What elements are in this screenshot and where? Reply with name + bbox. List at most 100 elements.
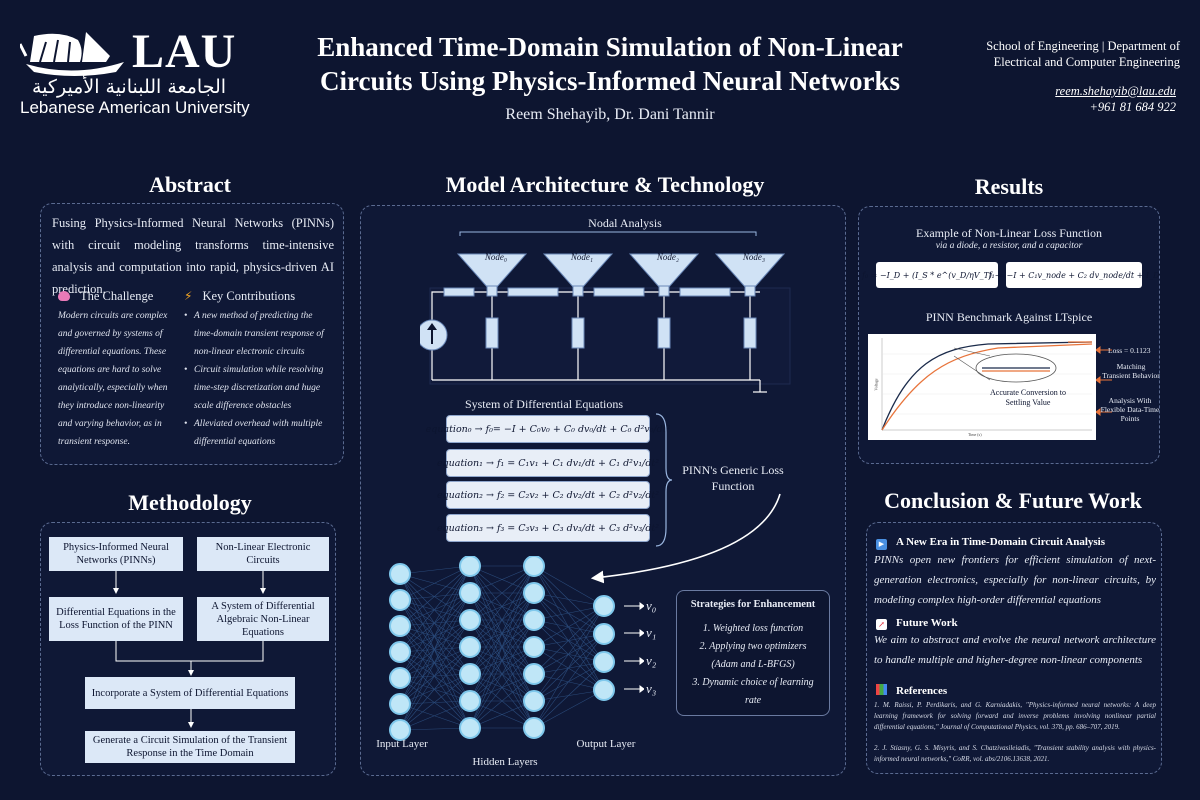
nn-neuron: [389, 563, 411, 585]
annotation-settling: Accurate Conversion to Settling Value: [990, 388, 1066, 407]
nn-connection: [399, 646, 471, 731]
references-header: References: [876, 681, 1156, 699]
circuit-diagram: [420, 231, 791, 393]
nn-connection: [533, 673, 605, 691]
nn-connection: [533, 619, 605, 691]
nn-connection: [469, 673, 535, 729]
nn-neuron: [389, 719, 411, 741]
nn-neuron: [389, 667, 411, 689]
method-box-generate: Generate a Circuit Simulation of the Tra…: [85, 731, 295, 763]
node-1-label: Node₁: [570, 252, 594, 262]
equation-2: equation₂ → f₂ = C₂v₂ + C₂ dv₂/dt + C₂ d…: [437, 481, 659, 509]
nn-neuron: [389, 641, 411, 663]
nn-connection: [399, 565, 471, 575]
loss-example-subtitle: via a diode, a resistor, and a capacitor: [935, 241, 1083, 251]
nn-connection: [533, 565, 605, 607]
nn-connection: [469, 565, 535, 675]
nn-connection: [533, 592, 605, 607]
equation-0: equation₀ → f₀= −I + C₀v₀ + C₀ dv₀/dt + …: [426, 415, 670, 443]
school-department: School of Engineering | Department of El…: [986, 39, 1180, 69]
methodology-panel: Physics-Informed Neural Networks (PINNs)…: [40, 522, 336, 776]
node-2-label: Node₂: [656, 252, 680, 262]
nodal-analysis-label: Nodal Analysis: [588, 216, 662, 230]
nn-connection: [399, 565, 471, 601]
nn-connection: [399, 592, 471, 627]
nn-connection: [533, 646, 605, 691]
challenge-header: The Challenge: [58, 287, 188, 305]
lau-logo: LAU الجامعة اللبنانية الأميركية Lebanese…: [20, 22, 250, 122]
nn-connection: [469, 565, 535, 621]
nn-connection: [399, 677, 471, 702]
nn-connection: [399, 619, 471, 731]
nn-neuron: [459, 609, 481, 631]
annotation-arrows: [1096, 346, 1112, 416]
nn-connection: [533, 689, 605, 729]
nn-connection: [399, 651, 471, 675]
method-box-incorporate: Incorporate a System of Differential Equ…: [85, 677, 295, 709]
nn-connection: [469, 565, 535, 594]
nn-neuron: [593, 679, 615, 701]
nn-connection: [533, 592, 605, 663]
strategy-1: 1. Weighted loss function: [702, 623, 804, 634]
nn-connection: [469, 646, 535, 729]
nn-connection: [399, 599, 471, 675]
nn-neuron: [593, 623, 615, 645]
logo-university-name: Lebanese American University: [20, 98, 250, 117]
output-arrows: [624, 602, 644, 693]
chart-icon: ↗: [876, 619, 887, 630]
node-0-label: Node₀: [484, 252, 508, 262]
nn-connection: [469, 619, 535, 729]
strategies-title: Strategies for Enhancement: [690, 599, 816, 610]
sde-label: System of Differential Equations: [464, 397, 624, 411]
nn-neuron: [459, 663, 481, 685]
nn-connection: [399, 619, 471, 653]
logo-text: LAU: [132, 25, 237, 78]
method-box-circuits: Non-Linear Electronic Circuits: [197, 537, 329, 571]
neural-network-diagram: [389, 556, 615, 741]
nn-connection: [399, 703, 471, 729]
nn-connection: [399, 599, 471, 729]
method-box-pinn: Physics-Informed Neural Networks (PINNs): [49, 537, 183, 571]
nn-connection: [399, 565, 471, 705]
nn-connection: [533, 689, 605, 702]
conclusion-heading: Conclusion & Future Work: [884, 488, 1142, 513]
method-box-loss: Differential Equations in the Loss Funct…: [49, 597, 183, 641]
nn-connection: [399, 625, 471, 702]
equation-3: equation₃ → f₃ = C₃v₃ + C₃ dv₃/dt + C₃ d…: [437, 514, 659, 542]
nn-connection: [399, 573, 471, 648]
future-work-header: ↗ Future Work: [876, 613, 1156, 631]
nn-connection: [533, 646, 605, 663]
nn-connection: [399, 646, 471, 653]
challenge-title: The Challenge: [80, 289, 154, 303]
nn-connection: [469, 565, 535, 648]
nn-neuron: [523, 663, 545, 685]
list-item: Circuit simulation while resolving time-…: [184, 361, 334, 415]
nn-neuron: [593, 651, 615, 673]
contributions-list: A new method of predicting the time-doma…: [184, 307, 334, 451]
nn-neuron: [459, 556, 481, 577]
nn-connection: [533, 605, 605, 702]
nn-connection: [399, 573, 471, 594]
contact-email[interactable]: reem.shehayib@lau.edu: [1055, 84, 1176, 98]
nn-connection: [533, 592, 605, 691]
nn-connection: [533, 661, 605, 729]
logo-arabic-text: الجامعة اللبنانية الأميركية: [32, 76, 227, 98]
poster-title: Enhanced Time-Domain Simulation of Non-L…: [317, 32, 903, 96]
nn-neuron: [523, 556, 545, 577]
output-v2: v₂: [646, 653, 657, 668]
nn-neuron: [389, 693, 411, 715]
model-heading: Model Architecture & Technology: [445, 172, 765, 197]
conclusion-panel: [866, 522, 1162, 774]
benchmark-title: PINN Benchmark Against LTspice: [925, 310, 1093, 324]
strategies-box: Strategies for Enhancement 1. Weighted l…: [676, 590, 830, 716]
nn-connection: [533, 619, 605, 663]
nn-connection: [533, 592, 605, 635]
nn-connection: [399, 651, 471, 702]
strategy-3: 3. Dynamic choice of learning rate: [692, 677, 814, 706]
future-work-text: We aim to abstract and evolve the neural…: [874, 634, 1156, 666]
loss-equation-2: f₁ = −I + C₁v_node + C₂ dv_node/dt + I_D: [989, 262, 1159, 288]
nn-connection: [533, 633, 605, 648]
nn-neuron: [459, 717, 481, 739]
nn-neuron: [389, 589, 411, 611]
loss-arrow: [590, 493, 781, 584]
